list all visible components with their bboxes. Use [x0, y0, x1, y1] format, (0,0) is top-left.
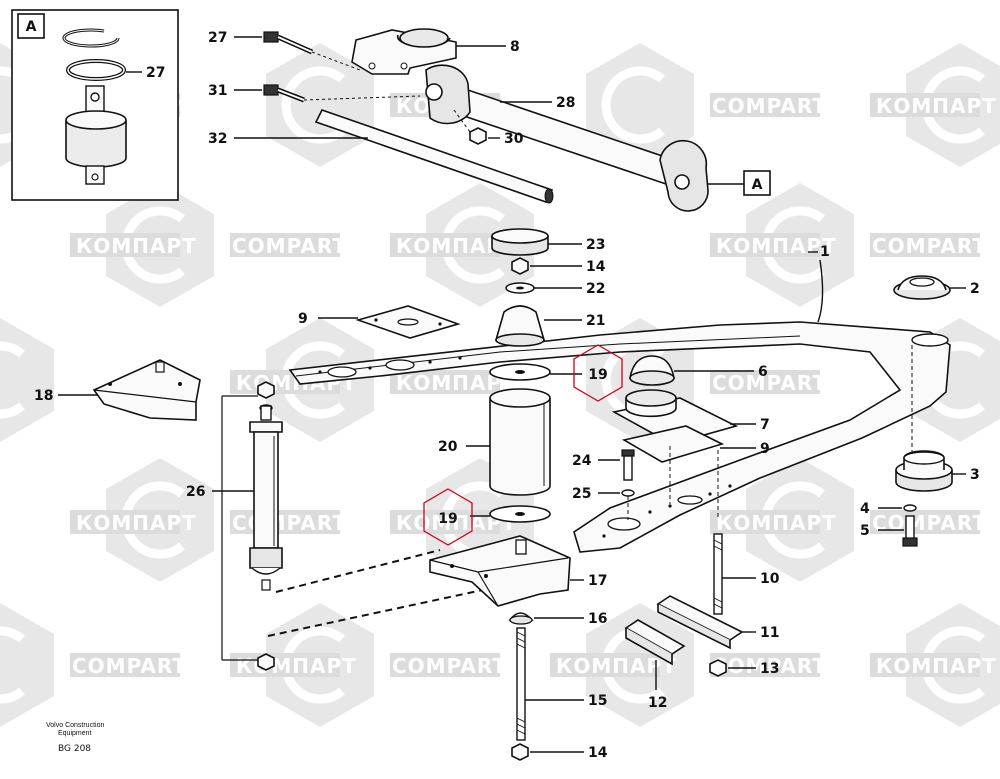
callout-14-bottom: 14: [588, 745, 608, 761]
callout-26: 26: [186, 484, 205, 500]
callout-31: 31: [208, 83, 227, 99]
callout-7: 7: [760, 417, 770, 433]
callout-18: 18: [34, 388, 53, 404]
watermark-text: КОМПАРТ КОМПАРТ COMPART КОМПАРТ КОМПАРТ …: [70, 93, 997, 678]
callout-4: 4: [860, 501, 870, 517]
callout-1: 1: [820, 244, 830, 260]
callout-22: 22: [586, 281, 605, 297]
callout-19-bottom: 19: [438, 511, 457, 527]
footer-code: BG 208: [58, 744, 91, 754]
watermark-text-item: КОМПАРТ: [876, 654, 997, 678]
watermark-text-item: COMPART: [712, 371, 827, 395]
watermark-text-item: COMPART: [232, 511, 347, 535]
lower-bracket: 17 16 15 14: [429, 535, 608, 761]
watermark-text-item: COMPART: [232, 234, 347, 258]
footer-line1: Volvo Construction: [46, 722, 104, 729]
callout-10: 10: [760, 571, 780, 587]
watermark-text-item: COMPART: [712, 94, 827, 118]
callout-15: 15: [588, 693, 607, 709]
shock-absorber: 26: [186, 381, 493, 671]
left-parts: 9 18: [34, 305, 461, 421]
right-mounts: 2 3 4 5 6 7 9: [572, 275, 980, 547]
callout-13: 13: [760, 661, 779, 677]
footer-line2: Equipment: [58, 730, 92, 737]
reference-label-a: A: [752, 177, 763, 193]
main-frame: 1: [288, 244, 951, 553]
watermark-text-item: COMPART: [72, 654, 187, 678]
callout-6: 6: [758, 364, 768, 380]
callout-5: 5: [860, 523, 870, 539]
callout-14-top: 14: [586, 259, 606, 275]
watermark-text-item: КОМПАРТ: [716, 511, 837, 535]
callout-21: 21: [586, 313, 605, 329]
watermark-text-item: КОМПАРТ: [236, 654, 357, 678]
watermark-text-item: КОМПАРТ: [76, 511, 197, 535]
callout-20: 20: [438, 439, 458, 455]
callout-3: 3: [970, 467, 980, 483]
callout-24: 24: [572, 453, 592, 469]
callout-12: 12: [648, 695, 667, 711]
callout-23: 23: [586, 237, 605, 253]
watermark-text-item: КОМПАРТ: [556, 654, 677, 678]
watermark-text-item: COMPART: [872, 234, 987, 258]
u-bolt-assembly: 10 11 12 13: [624, 533, 780, 711]
callout-29: 27: [146, 65, 165, 81]
watermark-text-item: COMPART: [712, 654, 827, 678]
watermark-text-item: COMPART: [872, 511, 987, 535]
highlight-hex-bottom: [423, 488, 473, 546]
callout-30: 30: [504, 131, 524, 147]
watermark-text-item: КОМПАРТ: [716, 234, 837, 258]
footer: Volvo Construction Equipment BG 208: [46, 722, 104, 754]
callout-2: 2: [970, 281, 980, 297]
watermark-text-item: КОМПАРТ: [76, 234, 197, 258]
callout-25: 25: [572, 486, 591, 502]
callout-9-right: 9: [760, 441, 770, 457]
callout-17: 17: [588, 573, 607, 589]
center-stack: 23 14 22 21 19 20 19: [423, 228, 623, 546]
callout-19-top: 19: [588, 367, 607, 383]
detail-box-label: A: [26, 19, 37, 35]
watermark-text-item: КОМПАРТ: [876, 94, 997, 118]
detail-box-a: A 27: [11, 9, 179, 201]
callout-28: 28: [556, 95, 575, 111]
callout-16: 16: [588, 611, 607, 627]
callout-11: 11: [760, 625, 779, 641]
callout-32: 32: [208, 131, 227, 147]
watermark-text-item: COMPART: [392, 654, 507, 678]
highlight-hex-top: [573, 344, 623, 402]
torque-rod-assembly: 27 8 31 28 30 A: [208, 28, 771, 212]
callout-27: 27: [208, 30, 227, 46]
callout-9-left: 9: [298, 311, 308, 327]
callout-8: 8: [510, 39, 520, 55]
